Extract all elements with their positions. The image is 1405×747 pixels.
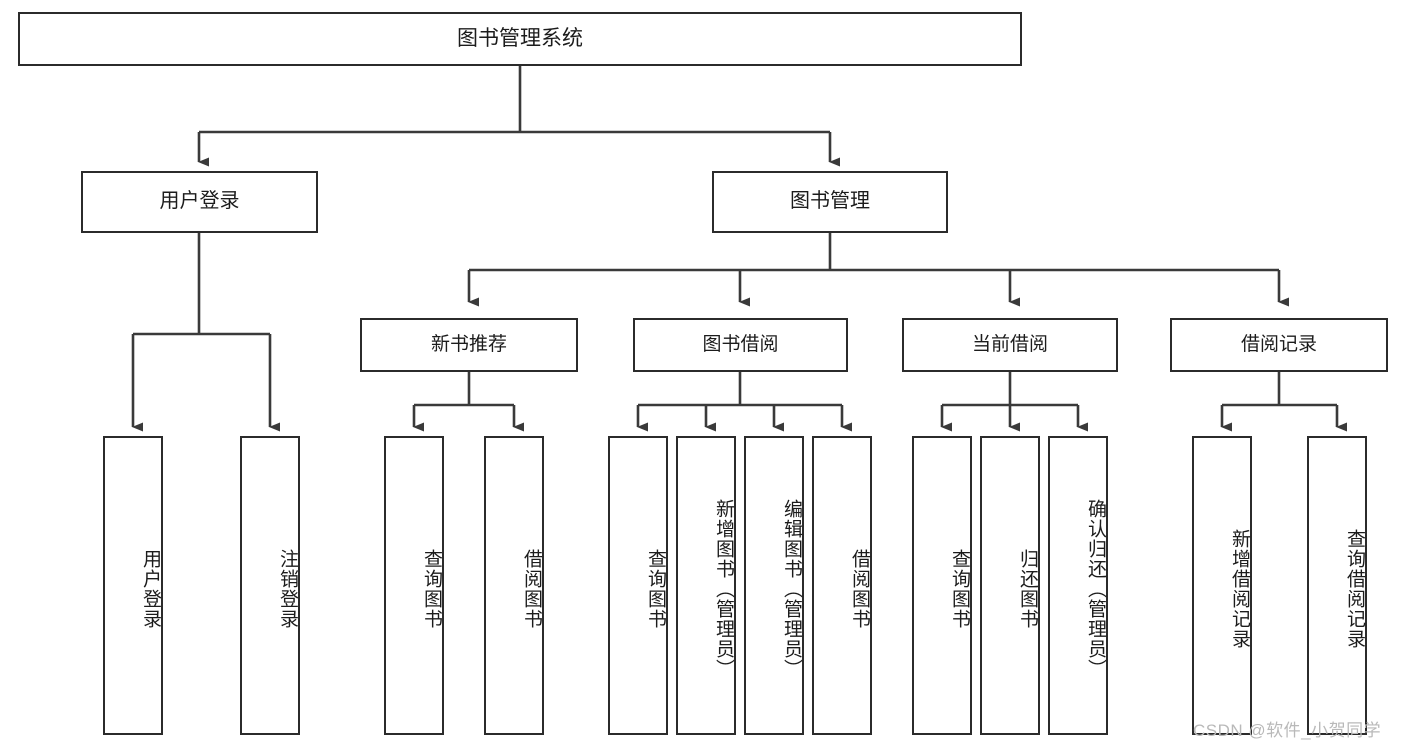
leaf-label: 新增图书（管理员） bbox=[713, 498, 734, 679]
leaf-label: 新增借阅记录 bbox=[1229, 528, 1250, 649]
leaf-label: 借阅图书 bbox=[521, 548, 542, 629]
leaf-label: 查询图书 bbox=[645, 548, 666, 629]
node-leaf-query-book-current[interactable]: 查询图书 bbox=[912, 436, 972, 735]
node-leaf-query-book-recommend[interactable]: 查询图书 bbox=[384, 436, 444, 735]
leaf-label: 确认归还（管理员） bbox=[1085, 498, 1106, 679]
node-leaf-return-book[interactable]: 归还图书 bbox=[980, 436, 1040, 735]
node-root-system[interactable]: 图书管理系统 bbox=[18, 12, 1022, 66]
node-book-management[interactable]: 图书管理 bbox=[712, 171, 948, 233]
leaf-label: 归还图书 bbox=[1017, 548, 1038, 629]
leaf-label: 借阅图书 bbox=[849, 548, 870, 629]
node-leaf-query-book-borrow[interactable]: 查询图书 bbox=[608, 436, 668, 735]
node-leaf-edit-book[interactable]: 编辑图书（管理员） bbox=[744, 436, 804, 735]
leaf-label: 查询图书 bbox=[421, 548, 442, 629]
node-user-login[interactable]: 用户登录 bbox=[81, 171, 318, 233]
leaf-label: 注销登录 bbox=[277, 548, 298, 629]
node-leaf-confirm-return[interactable]: 确认归还（管理员） bbox=[1048, 436, 1108, 735]
node-leaf-query-borrow-record[interactable]: 查询借阅记录 bbox=[1307, 436, 1367, 735]
node-book-borrow[interactable]: 图书借阅 bbox=[633, 318, 848, 372]
node-leaf-user-logout[interactable]: 注销登录 bbox=[240, 436, 300, 735]
node-leaf-borrow-book-recommend[interactable]: 借阅图书 bbox=[484, 436, 544, 735]
leaf-label: 用户登录 bbox=[140, 548, 161, 629]
node-new-book-recommend[interactable]: 新书推荐 bbox=[360, 318, 578, 372]
node-leaf-add-borrow-record[interactable]: 新增借阅记录 bbox=[1192, 436, 1252, 735]
node-current-borrow[interactable]: 当前借阅 bbox=[902, 318, 1118, 372]
csdn-watermark: CSDN @软件_小贺同学 bbox=[1193, 721, 1382, 740]
node-leaf-user-login[interactable]: 用户登录 bbox=[103, 436, 163, 735]
leaf-label: 查询借阅记录 bbox=[1344, 528, 1365, 649]
node-leaf-add-book[interactable]: 新增图书（管理员） bbox=[676, 436, 736, 735]
node-borrow-record[interactable]: 借阅记录 bbox=[1170, 318, 1388, 372]
leaf-label: 查询图书 bbox=[949, 548, 970, 629]
leaf-label: 编辑图书（管理员） bbox=[781, 498, 802, 679]
node-leaf-borrow-book[interactable]: 借阅图书 bbox=[812, 436, 872, 735]
